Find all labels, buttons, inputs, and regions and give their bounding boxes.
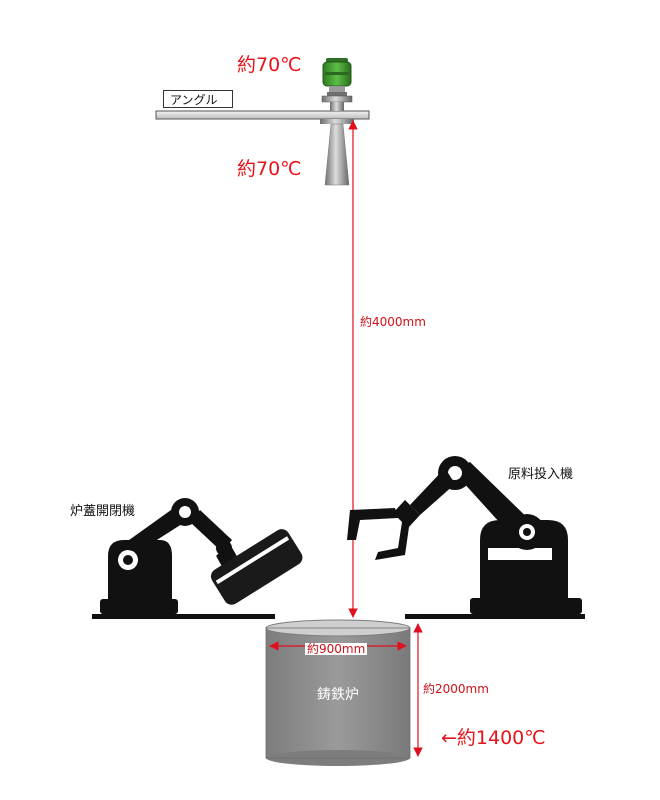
angle-beam <box>155 110 370 120</box>
feeder-machine-label: 原料投入機 <box>508 467 574 482</box>
furnace-height-label: 約2000mm <box>423 682 489 696</box>
distance-label: 約4000mm <box>360 315 426 329</box>
lid-machine-robot <box>92 498 303 619</box>
horn-temperature-label: 約70℃ <box>237 158 302 180</box>
furnace-label: 鋳鉄炉 <box>317 687 359 703</box>
melt-temperature-label: ←約1400℃ <box>441 727 546 749</box>
sensor-temperature-label: 約70℃ <box>237 54 302 76</box>
furnace-width-label: 約900mm <box>305 642 368 656</box>
radar-sensor <box>320 58 354 186</box>
angle-label: アングル <box>163 90 233 108</box>
lid-machine-label: 炉蓋開閉機 <box>70 504 136 519</box>
feeder-robot <box>347 456 585 619</box>
